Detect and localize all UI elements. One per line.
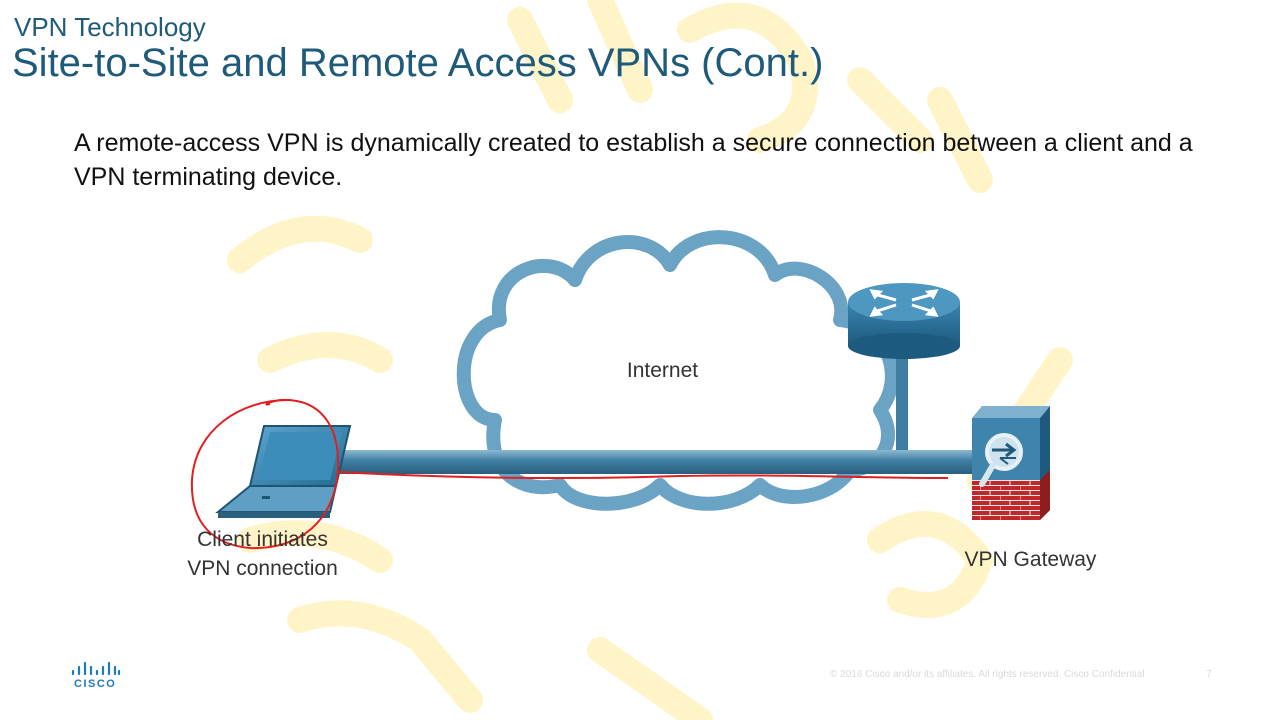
- page-number: 7: [1206, 669, 1212, 680]
- client-label-line1: Client initiates: [197, 528, 328, 551]
- client-label-line2: VPN connection: [187, 557, 338, 580]
- client-label: Client initiates VPN connection: [160, 525, 365, 583]
- slide-subtitle: VPN Technology: [14, 12, 206, 42]
- slide-title: Site-to-Site and Remote Access VPNs (Con…: [12, 41, 824, 85]
- cisco-logo-text: CISCO: [74, 678, 116, 688]
- footer-copyright: © 2016 Cisco and/or its affiliates. All …: [830, 669, 1145, 680]
- red-annotations: [190, 398, 949, 550]
- vpn-tunnel: [335, 450, 975, 474]
- cisco-logo: CISCO: [70, 660, 122, 693]
- internet-label: Internet: [626, 359, 699, 382]
- laptop-icon: [215, 425, 352, 518]
- router-icon: [848, 283, 960, 359]
- router-link: [896, 345, 908, 455]
- vpn-gateway-icon: [972, 406, 1050, 520]
- gateway-label: VPN Gateway: [964, 548, 1097, 571]
- slide-body-text: A remote-access VPN is dynamically creat…: [74, 129, 1193, 191]
- cisco-bars-icon: CISCO: [71, 661, 121, 690]
